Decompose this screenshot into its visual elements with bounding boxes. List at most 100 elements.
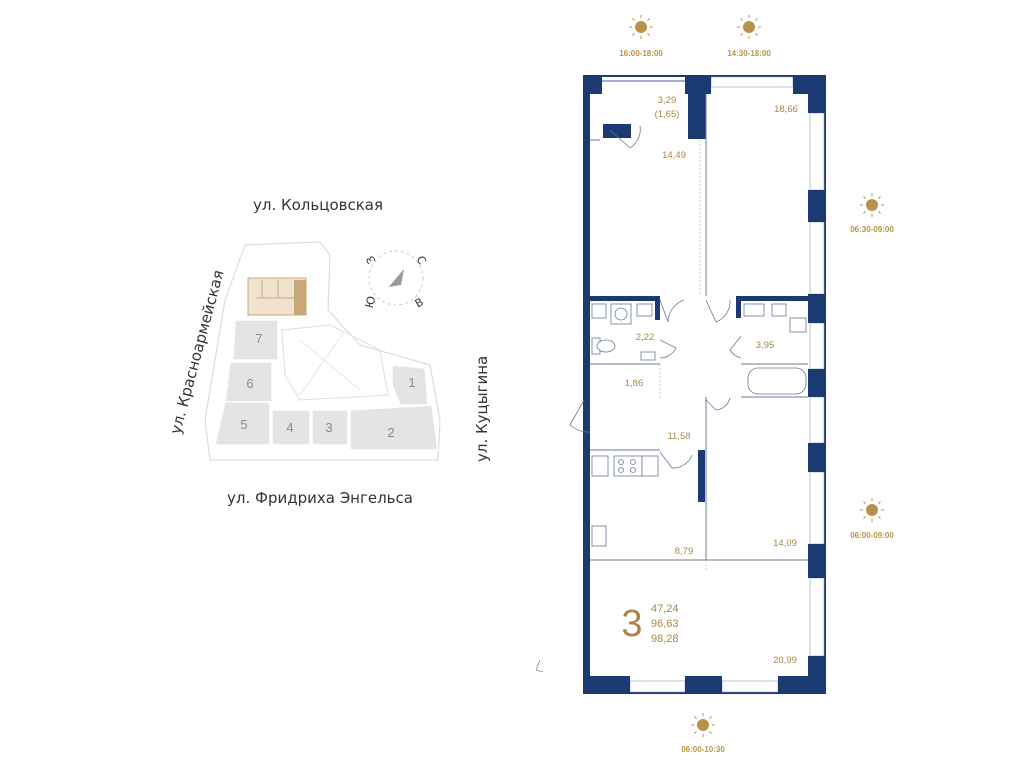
door-kitchen [659, 451, 693, 469]
door-room-ne [705, 299, 731, 323]
block-1 [391, 364, 429, 406]
wall-bottom-b [685, 676, 722, 693]
compass-e: В [413, 295, 426, 310]
sun-icon [860, 193, 884, 217]
fixtures [591, 303, 807, 547]
current-section [294, 280, 306, 315]
sun-icon [737, 15, 761, 39]
block-label-7: 7 [255, 331, 262, 346]
burner-icon [630, 467, 636, 473]
burner-icon [630, 459, 636, 465]
total-area: 96,63 [651, 618, 679, 630]
window-bottom-2 [721, 680, 779, 693]
compass-s: Ю [363, 295, 379, 310]
window-right-5 [809, 471, 825, 545]
bathtub-icon [747, 367, 807, 395]
street-north: ул. Кольцовская [253, 196, 383, 214]
zone-lines [659, 140, 707, 570]
building-sections [256, 280, 294, 299]
doors [569, 125, 742, 469]
wall-bottom-c [778, 676, 808, 693]
sun-time-right-top: 06:30-09:00 [850, 225, 894, 234]
wall-right-f [808, 544, 825, 578]
bath2-sink-icon [789, 317, 807, 333]
compass-arrow-shade-icon [389, 269, 404, 287]
apartment-plan: 3,29 (1,65) 14,49 18,66 2,22 3,95 1,86 1… [535, 75, 826, 694]
wall-top-mid [685, 76, 711, 94]
windows [629, 76, 825, 693]
street-east: ул. Куцыгина [473, 356, 491, 462]
bath2-cabinet-icon [771, 303, 787, 317]
door-room-e [705, 397, 731, 411]
block-4 [271, 409, 311, 446]
street-west: ул. Красноармейская [166, 268, 227, 436]
window-right-6 [809, 577, 825, 657]
area-room-nw: 14,49 [662, 150, 686, 161]
door-bath1 [659, 339, 677, 359]
block-label-6: 6 [246, 376, 253, 391]
compass-n: С [413, 254, 428, 267]
area-hall: 11,58 [667, 431, 690, 442]
burner-icon [618, 459, 624, 465]
wall-bath1-top [588, 296, 660, 301]
block-label-2: 2 [387, 425, 394, 440]
wall-right-d [808, 369, 825, 397]
site-outline [204, 241, 441, 461]
wall-corner-tl [584, 76, 602, 94]
street-south: ул. Фридриха Энгельса [227, 489, 413, 507]
area-balcony-half: (1,65) [655, 109, 680, 120]
block-2 [349, 404, 439, 451]
wall-corner-br [808, 656, 825, 693]
burner-icon [618, 467, 624, 473]
block-label-5: 5 [240, 417, 247, 432]
sun-time-top-left: 16:00-18:00 [619, 49, 663, 58]
sun-icon [860, 498, 884, 522]
wall-balcony-corner [688, 94, 706, 139]
block-label-1: 1 [408, 375, 415, 390]
window-right-4 [809, 396, 825, 444]
wall-bath1-right [655, 296, 660, 320]
sun-time-top-right: 14:30-18:00 [727, 49, 771, 58]
wall-left [584, 94, 590, 676]
area-hall-small: 1,86 [625, 378, 644, 389]
wall-right-b [808, 190, 825, 222]
area-bath1: 2,22 [636, 332, 655, 343]
wall-bottom-a [584, 676, 630, 693]
wall-right-a [808, 94, 825, 113]
bath2-basin-icon [743, 303, 765, 317]
kitchen-counter-icon [641, 455, 659, 477]
toilet-icon [596, 339, 616, 353]
wall-bath2-left [736, 296, 741, 318]
sun-indicators: 16:00-18:00 14:30-18:00 06:30-09:00 06:0… [619, 15, 894, 754]
window-top [710, 76, 794, 88]
block-3 [311, 409, 349, 446]
courtyard-path [281, 324, 389, 401]
wall-balcony-left [603, 124, 631, 138]
sun-time-right-bottom: 06:00-09:00 [850, 531, 894, 540]
courtyard-lines [299, 329, 361, 396]
window-right-3 [809, 322, 825, 370]
sun-time-bottom: 06:00-10:30 [681, 745, 725, 754]
compass-ring [368, 250, 424, 306]
area-kitchen: 8,79 [675, 546, 694, 557]
living-area-total: 47,24 [651, 603, 679, 615]
sun-icon [629, 15, 653, 39]
stove-icon [613, 455, 643, 477]
site-plan: 7 6 5 4 3 2 1 ул. Кольцовская ул. Фридри… [166, 196, 491, 507]
washer-drum-icon [614, 307, 628, 321]
kitchen-sink-icon [591, 525, 607, 547]
door-room-nw [659, 299, 685, 323]
wall-corner-tr [793, 76, 825, 94]
block-label-4: 4 [286, 420, 293, 435]
block-7 [232, 319, 279, 361]
entry-mark-icon [535, 659, 544, 673]
window-right-2 [809, 221, 825, 295]
area-room-ne: 18,66 [774, 104, 798, 115]
wall-left-kitchen [584, 470, 590, 506]
bath1-shelf-icon [640, 351, 656, 361]
door-entrance [569, 399, 591, 433]
area-bath2: 3,95 [756, 340, 775, 351]
sun-icon [691, 713, 715, 737]
area-balcony: 3,29 [658, 95, 677, 106]
